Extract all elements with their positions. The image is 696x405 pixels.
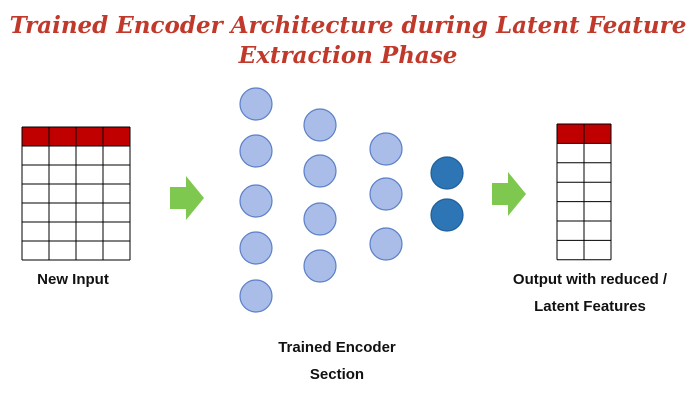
- arrow-shape-left: [170, 176, 204, 220]
- title-line-1: Trained Encoder Architecture during Late…: [9, 12, 687, 39]
- input-table: [21, 126, 131, 261]
- output-label-line-2: Latent Features: [534, 298, 646, 315]
- encoder-node-layer2-1: [303, 108, 337, 142]
- arrow-encoder-to-output: [492, 172, 526, 216]
- encoder-node-layer4-1: [430, 156, 464, 190]
- encoder-label-line-2: Section: [309, 366, 365, 383]
- title-line-2: Extraction Phase: [238, 42, 458, 69]
- encoder-network: [239, 87, 464, 313]
- encoder-node-layer4-2: [430, 198, 464, 232]
- arrow-shape-right: [492, 172, 526, 216]
- encoder-node-layer3-1: [369, 132, 403, 166]
- arrow-input-to-encoder: [170, 176, 204, 220]
- encoder-node-layer1-3: [239, 184, 273, 218]
- output-table: [556, 123, 612, 261]
- encoder-node-layer1-4: [239, 231, 273, 265]
- encoder-node-layer2-3: [303, 202, 337, 236]
- encoder-node-layer1-5: [239, 279, 273, 313]
- output-label-line-1: Output with reduced /: [512, 271, 668, 288]
- encoder-node-layer2-2: [303, 154, 337, 188]
- encoder-node-layer1-1: [239, 87, 273, 121]
- input-label: New Input: [37, 271, 109, 288]
- encoder-label-line-1: Trained Encoder: [278, 339, 396, 356]
- encoder-node-layer3-3: [369, 227, 403, 261]
- encoder-node-layer1-2: [239, 134, 273, 168]
- encoder-node-layer2-4: [303, 249, 337, 283]
- encoder-node-layer3-2: [369, 177, 403, 211]
